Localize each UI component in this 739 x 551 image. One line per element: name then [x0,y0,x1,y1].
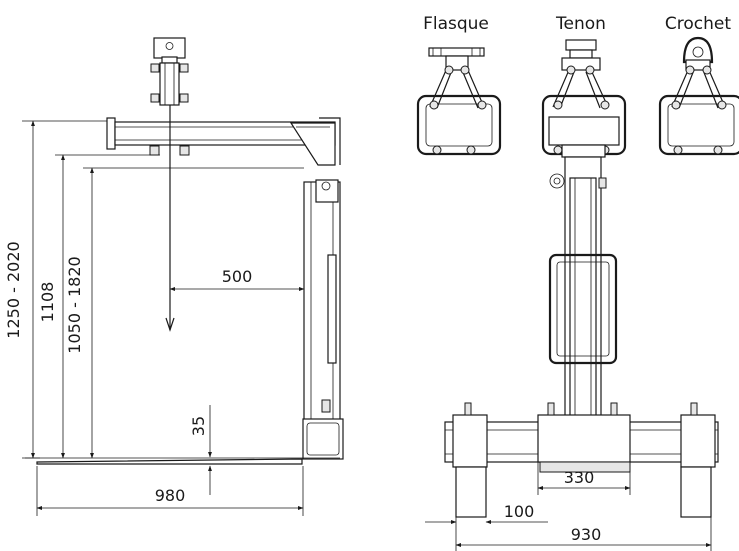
dim-height-inner: 1050 - 1820 [65,167,304,459]
dim-fork-gap-label: 35 [189,416,208,436]
dim-fork-length: 980 [36,466,304,516]
fork [25,457,340,465]
tenon-attachment [541,39,627,156]
dim-fork-gap: 35 [189,405,212,495]
dim-height-1108: 1108 [38,154,160,459]
label-tenon: Tenon [555,14,606,34]
dim-wheel-offset-label: 100 [504,502,535,521]
dim-fork-length-label: 980 [155,486,186,505]
dim-overall-width-label: 930 [571,525,602,544]
dim-height-range: 1250 - 2020 [4,120,107,459]
jib-arm [106,105,336,332]
top-flange [150,37,189,106]
dim-overall-width: 930 [455,517,712,551]
dim-height-inner-label: 1050 - 1820 [65,256,84,353]
crochet-attachment [658,36,739,156]
mast [302,117,344,460]
label-crochet: Crochet [665,14,731,34]
dim-reach-label: 500 [222,267,253,286]
dim-height-1108-label: 1108 [38,282,57,323]
front-view [444,144,719,518]
side-view: 1250 - 2020 1108 1050 - 1820 500 35 [4,37,344,516]
flasque-attachment [416,47,502,156]
dim-height-range-label: 1250 - 2020 [4,241,23,338]
dim-inner-width-label: 330 [564,468,595,487]
dim-reach: 500 [169,267,305,291]
dim-inner-width: 330 [537,462,631,495]
dim-wheel-offset: 100 [425,502,548,524]
label-flasque: Flasque [423,14,489,34]
